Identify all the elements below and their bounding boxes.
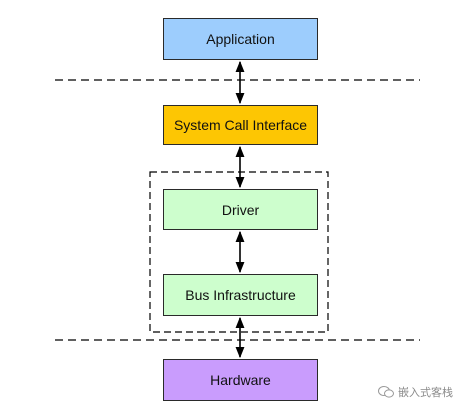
bus-infrastructure-box: Bus Infrastructure: [163, 274, 318, 316]
application-label: Application: [206, 31, 275, 47]
watermark: 嵌入式客栈: [378, 384, 453, 400]
application-box: Application: [163, 18, 318, 60]
hardware-box: Hardware: [163, 359, 318, 401]
hardware-label: Hardware: [210, 372, 271, 388]
wechat-icon: [378, 386, 394, 398]
driver-box: Driver: [163, 189, 318, 230]
system-call-interface-box: System Call Interface: [163, 105, 318, 145]
driver-label: Driver: [221, 201, 260, 218]
bus-infrastructure-label: Bus Infrastructure: [185, 287, 296, 303]
system-call-interface-label: System Call Interface: [173, 117, 308, 133]
watermark-text: 嵌入式客栈: [398, 387, 453, 399]
